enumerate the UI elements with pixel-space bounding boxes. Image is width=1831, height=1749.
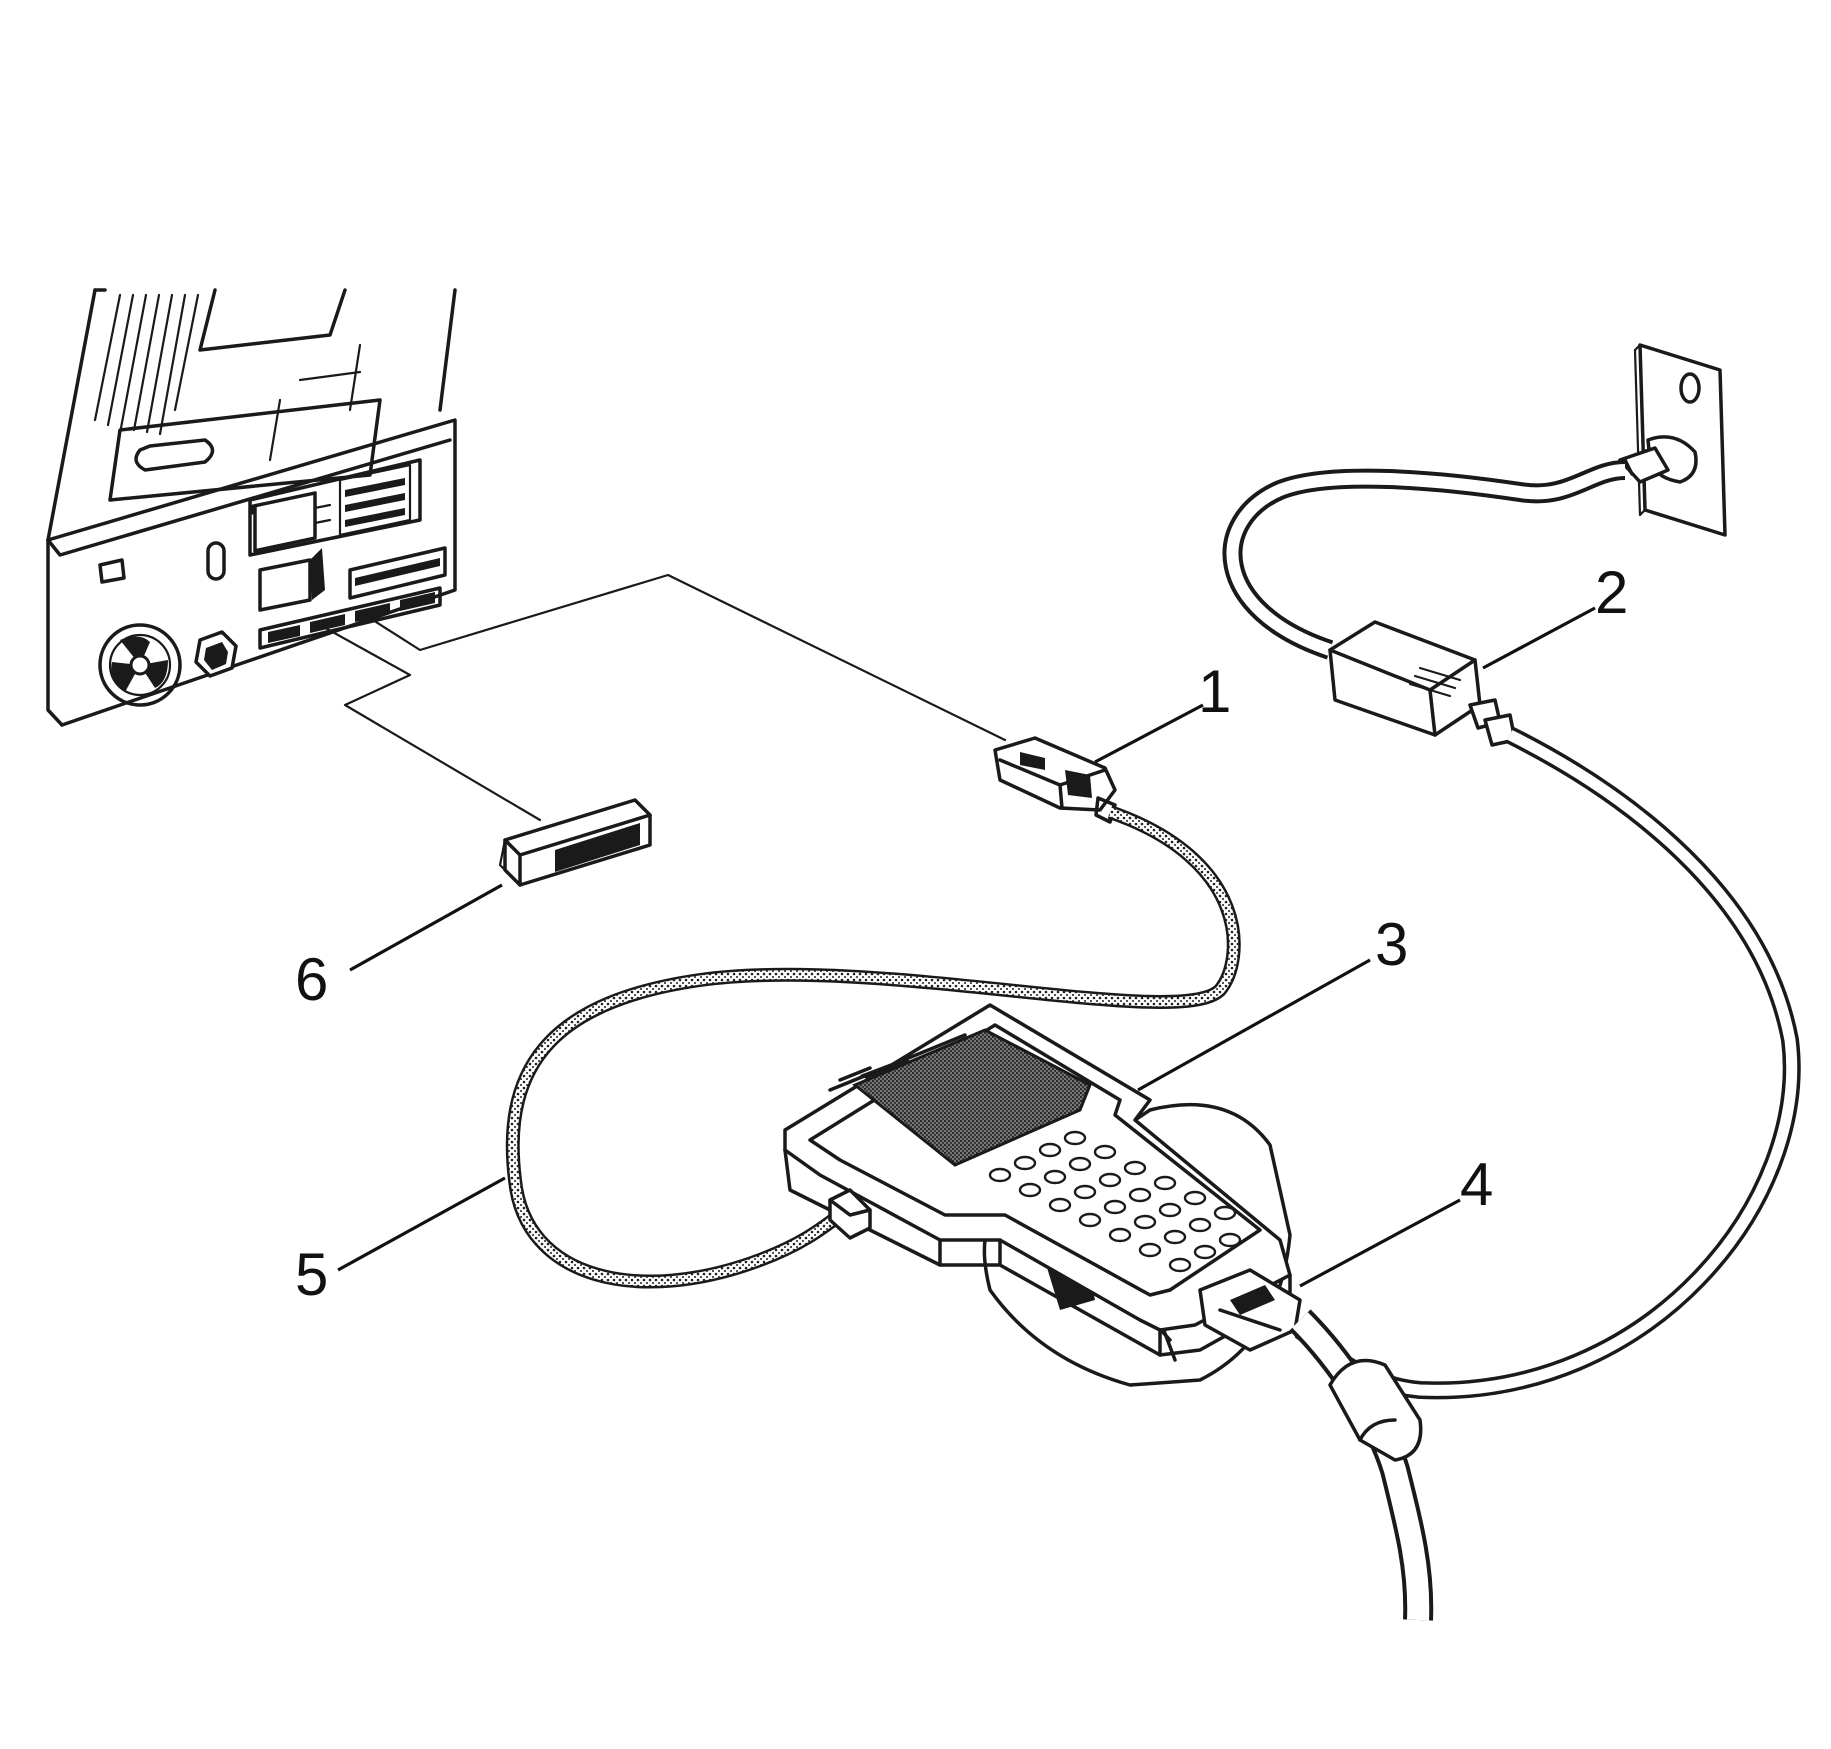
callout-3: 3: [1375, 911, 1408, 978]
power-supply: [1328, 620, 1517, 747]
tool-keypad: [988, 1130, 1242, 1273]
wall-outlet: [1618, 343, 1727, 537]
callout-6: 6: [295, 946, 328, 1013]
handheld-scan-tool: [783, 1003, 1302, 1387]
callout-numbers: 1 2 3 4 5 6: [295, 559, 1628, 1308]
callout-2: 2: [1595, 559, 1628, 626]
dc-power-cable: [1294, 726, 1801, 1400]
computer-back-panel: [46, 288, 457, 727]
db25-adapter: [498, 798, 652, 887]
db9-connector: [993, 736, 1117, 824]
leader-lines: [337, 606, 1596, 1288]
port-cluster: [253, 491, 447, 650]
callout-1: 1: [1198, 658, 1231, 725]
callout-5: 5: [295, 1241, 328, 1308]
tool-display: [852, 1028, 1092, 1167]
vent-stripes: [93, 293, 200, 436]
fan-icon: [98, 623, 182, 707]
callout-4: 4: [1460, 1151, 1493, 1218]
ferrite-core: [1328, 1358, 1423, 1462]
